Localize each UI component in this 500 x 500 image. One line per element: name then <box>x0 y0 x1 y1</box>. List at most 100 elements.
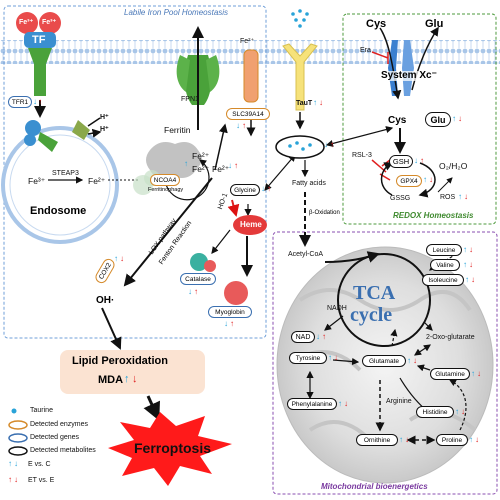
histidine-e-indicator: ↑ <box>455 407 459 416</box>
tyrosine-e-indicator: ↑ <box>328 353 332 362</box>
lipid-peroxidation-box <box>60 350 205 394</box>
legend-et-vs-e: ET vs. E <box>28 477 55 484</box>
catalase-shape <box>190 253 216 272</box>
glu-outside-label: Glu <box>425 18 444 30</box>
glutamate-et-indicator: ↓ <box>413 356 417 365</box>
proline-node: Proline <box>436 434 468 446</box>
tyrosine-node: Tyrosine <box>289 352 327 364</box>
taurine-pool <box>275 135 325 159</box>
glycine-et-indicator: ↑ <box>267 184 271 193</box>
mito-box <box>272 231 498 495</box>
tca-to-oxoglutarate <box>423 321 433 331</box>
fe3-label-2: Fe³⁺ <box>42 19 57 26</box>
rsl3-label: RSL-3 <box>352 152 372 159</box>
heme-to-catalase <box>211 229 231 254</box>
ros-et-indicator: ↓ <box>464 192 468 201</box>
arginine-label: Arginine <box>386 398 412 405</box>
gsh-node: GSH <box>389 155 413 168</box>
glutamine-e-indicator: ↑ <box>471 369 475 378</box>
legend-e-down: ↓ <box>14 459 18 468</box>
nadh-label: NADH <box>327 305 347 312</box>
leucine-e-indicator: ↑ <box>463 245 467 254</box>
isoleucine-e-indicator: ↑ <box>465 275 469 284</box>
mito-title: Mitochondrial bioenergetics <box>321 482 428 491</box>
histidine-et-indicator: ↓ <box>461 407 465 416</box>
h-plus-1: H⁺ <box>100 114 109 121</box>
glutamine-et-indicator: ↓ <box>477 369 481 378</box>
endosome-tf-complex <box>24 120 58 152</box>
tca-cycle-ring <box>337 253 431 347</box>
legend-shapes <box>8 408 28 456</box>
mda-label: MDA <box>98 374 124 386</box>
ornithine-node: Ornithine <box>356 434 398 446</box>
ornithine-et-indicator: ↓ <box>405 435 409 444</box>
gsh-et-indicator: ↑ <box>420 156 424 165</box>
oxoglutarate-label: 2-Oxo-glutarate <box>426 334 475 341</box>
transferrin-receptor <box>16 12 61 96</box>
taurine-gsh-link <box>325 126 394 147</box>
ros-label: ROS <box>440 194 456 201</box>
cys-import-arrow <box>379 27 402 100</box>
tyrosine-to-glutamate <box>332 357 360 366</box>
phenylalanine-et-indicator: ↓ <box>344 399 348 408</box>
lipid-peroxidation-label: Lipid Peroxidation <box>72 355 168 367</box>
proline-et-indicator: ↓ <box>475 435 479 444</box>
steap3-label: STEAP3 <box>52 170 79 177</box>
glycine-e-indicator: ↓ <box>261 184 265 193</box>
gpx4-e-indicator: ↑ <box>423 175 427 184</box>
myoglobin-shape <box>224 281 248 305</box>
cys-inside-label: Cys <box>388 115 407 126</box>
cox2-et-indicator: ↓ <box>120 254 124 263</box>
taurine-dots-outside <box>291 9 309 28</box>
glu-export-arrow <box>411 26 439 91</box>
leucine-et-indicator: ↓ <box>469 245 473 254</box>
phenylalanine-e-indicator: ↑ <box>338 399 342 408</box>
legend-e-up: ↑ <box>8 459 12 468</box>
fe2-top: Fe²⁺ <box>240 38 255 45</box>
legend-metabolites: Detected metabolites <box>30 447 96 454</box>
fe2-pool-c: Fe²⁺ <box>212 164 230 174</box>
myoglobin-node: Myoglobin <box>208 306 252 318</box>
ferritinophagy-label: Ferritinophagy <box>148 187 184 193</box>
taurine-e-indicator: ↓ <box>324 140 328 149</box>
oh-radical: OH· <box>96 295 115 306</box>
fe2-pool-b: Fe²⁺ <box>192 164 210 174</box>
taut-e-indicator: ↑ <box>313 98 317 107</box>
mitochondrion-cristae <box>294 288 477 442</box>
heme-shape <box>233 215 267 235</box>
acetyl-coa-label: Acetyl-CoA <box>288 251 324 258</box>
acetyl-coa-entry <box>324 251 380 263</box>
ros-e-indicator: ↑ <box>458 192 462 201</box>
proton-pump <box>72 120 90 140</box>
h-plus-2: H⁺ <box>100 126 109 133</box>
ferritin-shape <box>146 142 202 178</box>
glutamine-glutamate <box>416 364 431 372</box>
ferroptosis-label: Ferroptosis <box>134 440 212 456</box>
valine-et-indicator: ↓ <box>469 260 473 269</box>
legend-et-down: ↓ <box>14 475 18 484</box>
ros-to-o2-arrow <box>437 177 453 193</box>
fe3-label-1: Fe³⁺ <box>19 19 34 26</box>
fe2-et-indicator: ↑ <box>234 161 238 170</box>
proline-e-indicator: ↑ <box>469 435 473 444</box>
glu-node: Glu <box>425 112 451 127</box>
mda-e-indicator: ↑ <box>124 373 130 385</box>
system-xc-label: System Xc⁻ <box>381 70 437 81</box>
slc-e-indicator: ↓ <box>236 121 240 130</box>
fe3-endosome: Fe³⁺ <box>28 176 46 186</box>
tfr1-node: TFR1 <box>8 96 32 108</box>
myoglobin-e-indicator: ↓ <box>224 319 228 328</box>
myoglobin-et-indicator: ↑ <box>230 319 234 328</box>
nad-node: NAD <box>291 331 315 343</box>
mda-et-indicator: ↓ <box>132 373 138 385</box>
gpx4-node: GPX4 <box>396 175 422 187</box>
legend-genes: Detected genes <box>30 434 80 441</box>
taut-label: TauT <box>296 100 313 107</box>
slc-et-indicator: ↑ <box>242 121 246 130</box>
tfr1-e-indicator: ↓ <box>33 97 37 106</box>
fpn1-label: FPN1 <box>181 96 199 103</box>
tyrosine-et-indicator: ↓ <box>334 353 338 362</box>
glutamate-node: Glutamate <box>362 355 406 367</box>
endosome <box>1 126 119 244</box>
